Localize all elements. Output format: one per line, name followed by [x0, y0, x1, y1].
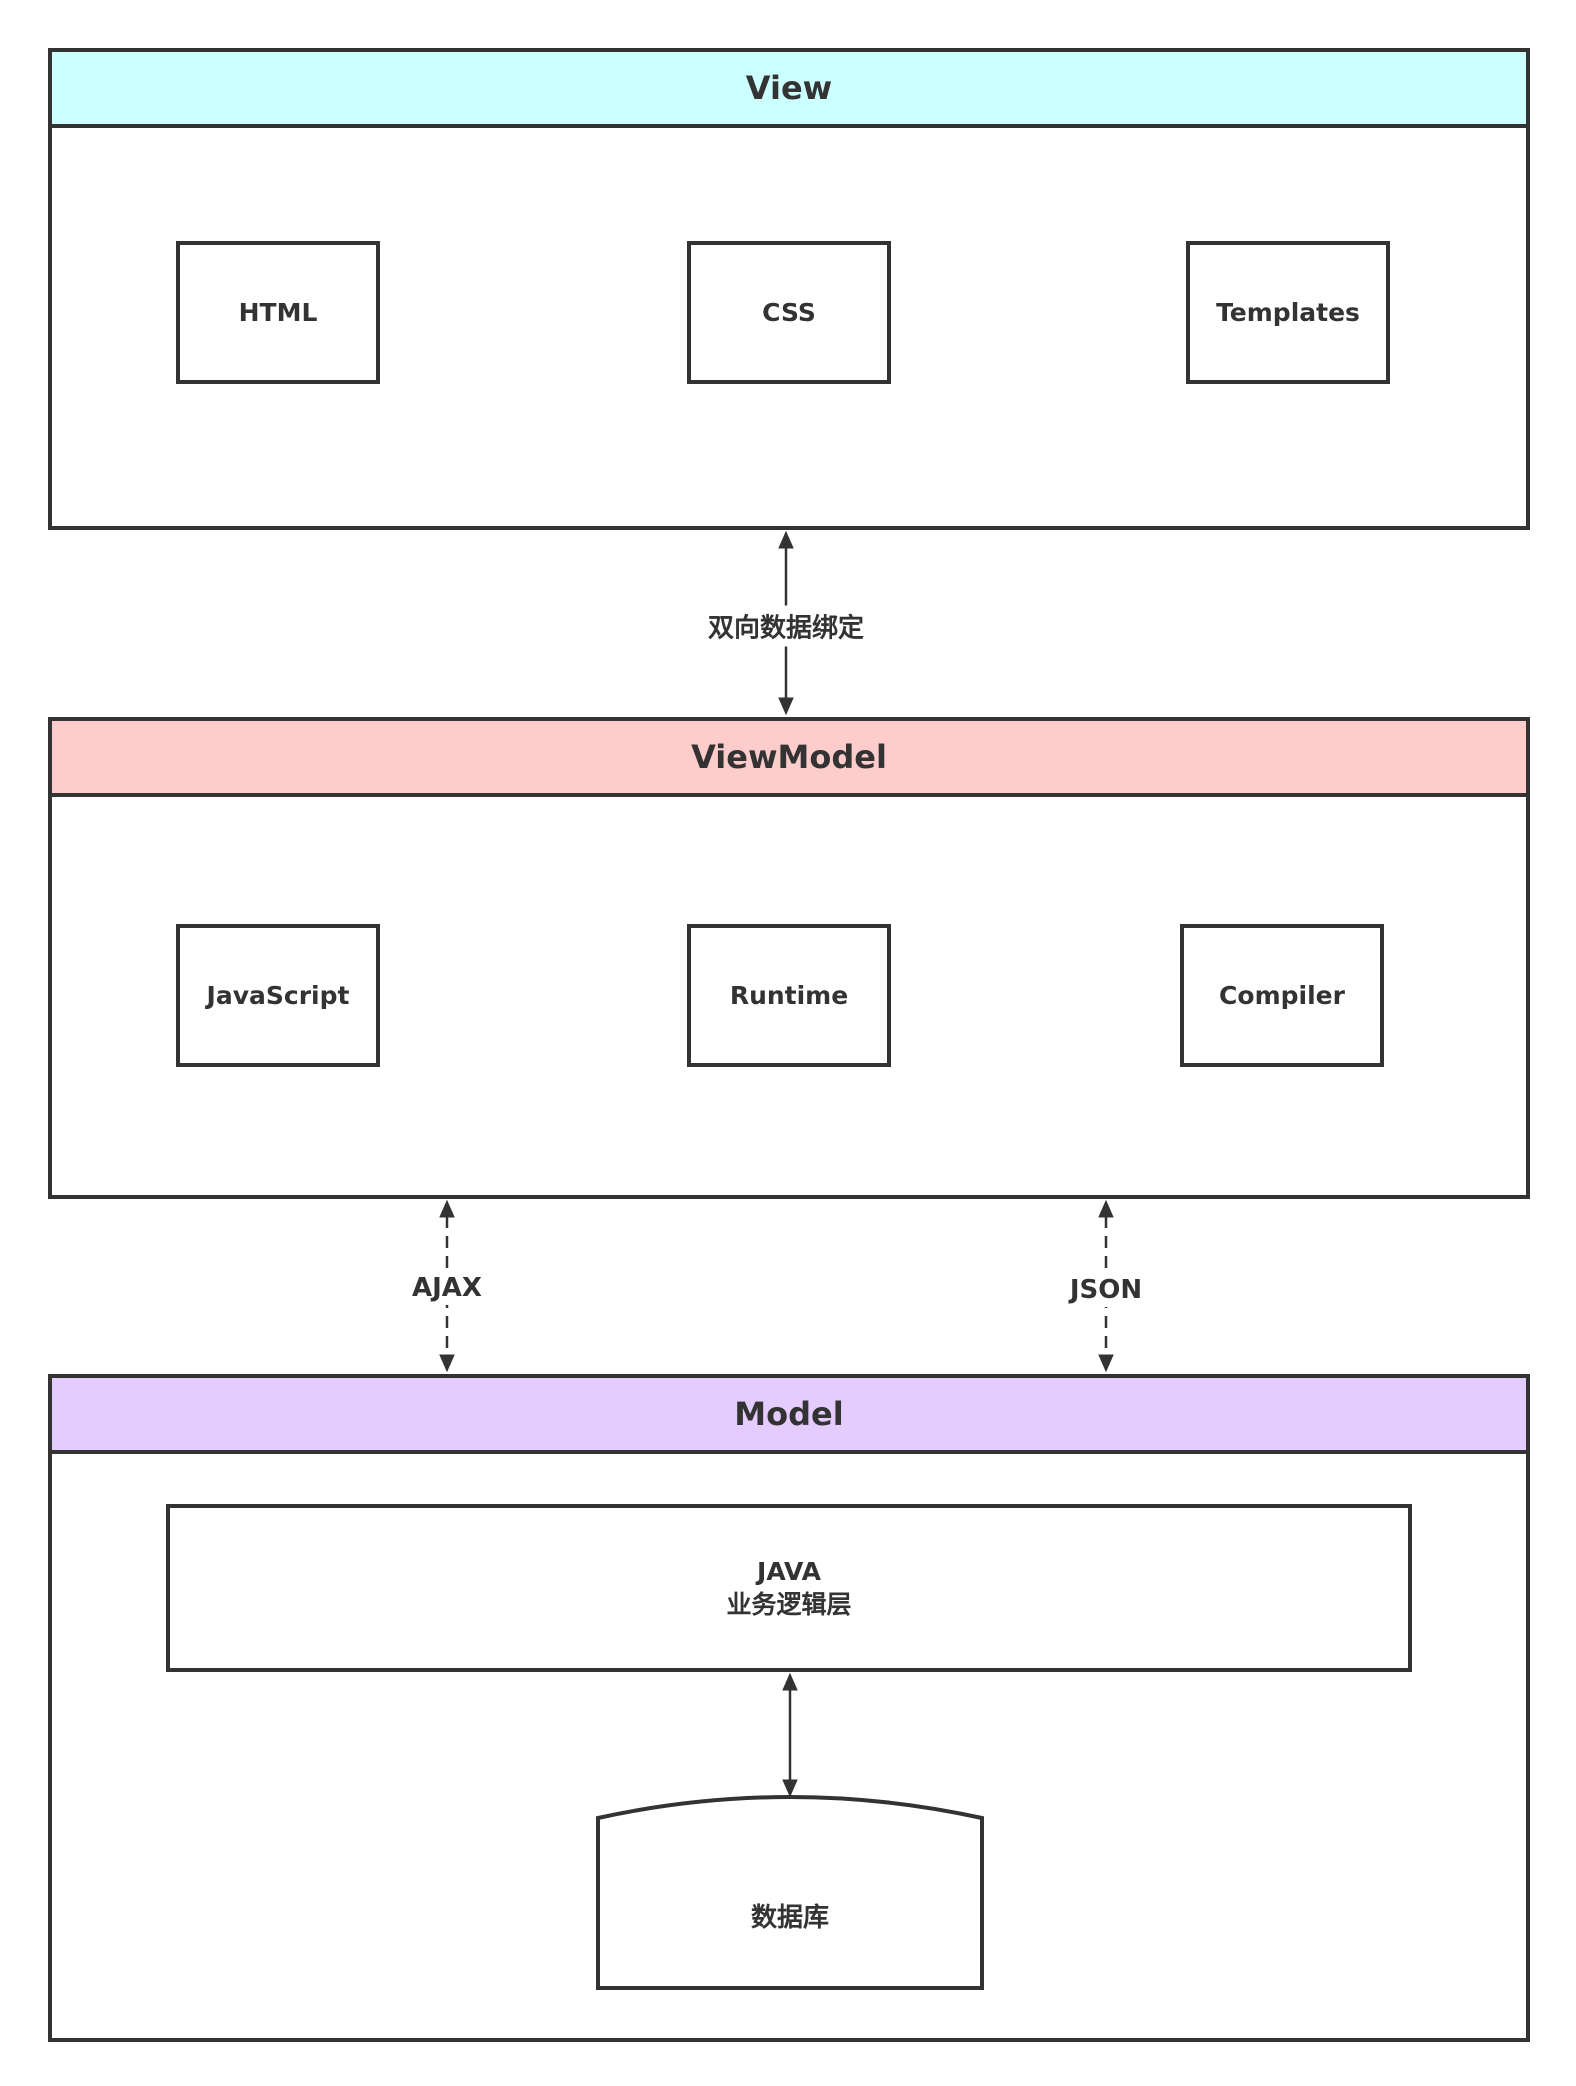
javascript-box: JavaScript — [176, 924, 380, 1067]
business-logic-box: JAVA 业务逻辑层 — [166, 1504, 1412, 1672]
html-box: HTML — [176, 241, 380, 384]
templates-box: Templates — [1186, 241, 1390, 384]
binding-label: 双向数据绑定 — [703, 605, 869, 647]
viewmodel-layer-title: ViewModel — [52, 721, 1526, 797]
ajax-label: AJAX — [408, 1271, 486, 1305]
runtime-box: Runtime — [687, 924, 891, 1067]
json-label: JSON — [1065, 1273, 1147, 1307]
view-layer-title: View — [52, 52, 1526, 128]
business-logic-line2: 业务逻辑层 — [726, 1590, 852, 1619]
database-label: 数据库 — [750, 1902, 829, 1933]
css-box: CSS — [687, 241, 891, 384]
compiler-box: Compiler — [1180, 924, 1384, 1067]
business-logic-line1: JAVA — [757, 1557, 821, 1586]
model-layer-title: Model — [52, 1378, 1526, 1454]
